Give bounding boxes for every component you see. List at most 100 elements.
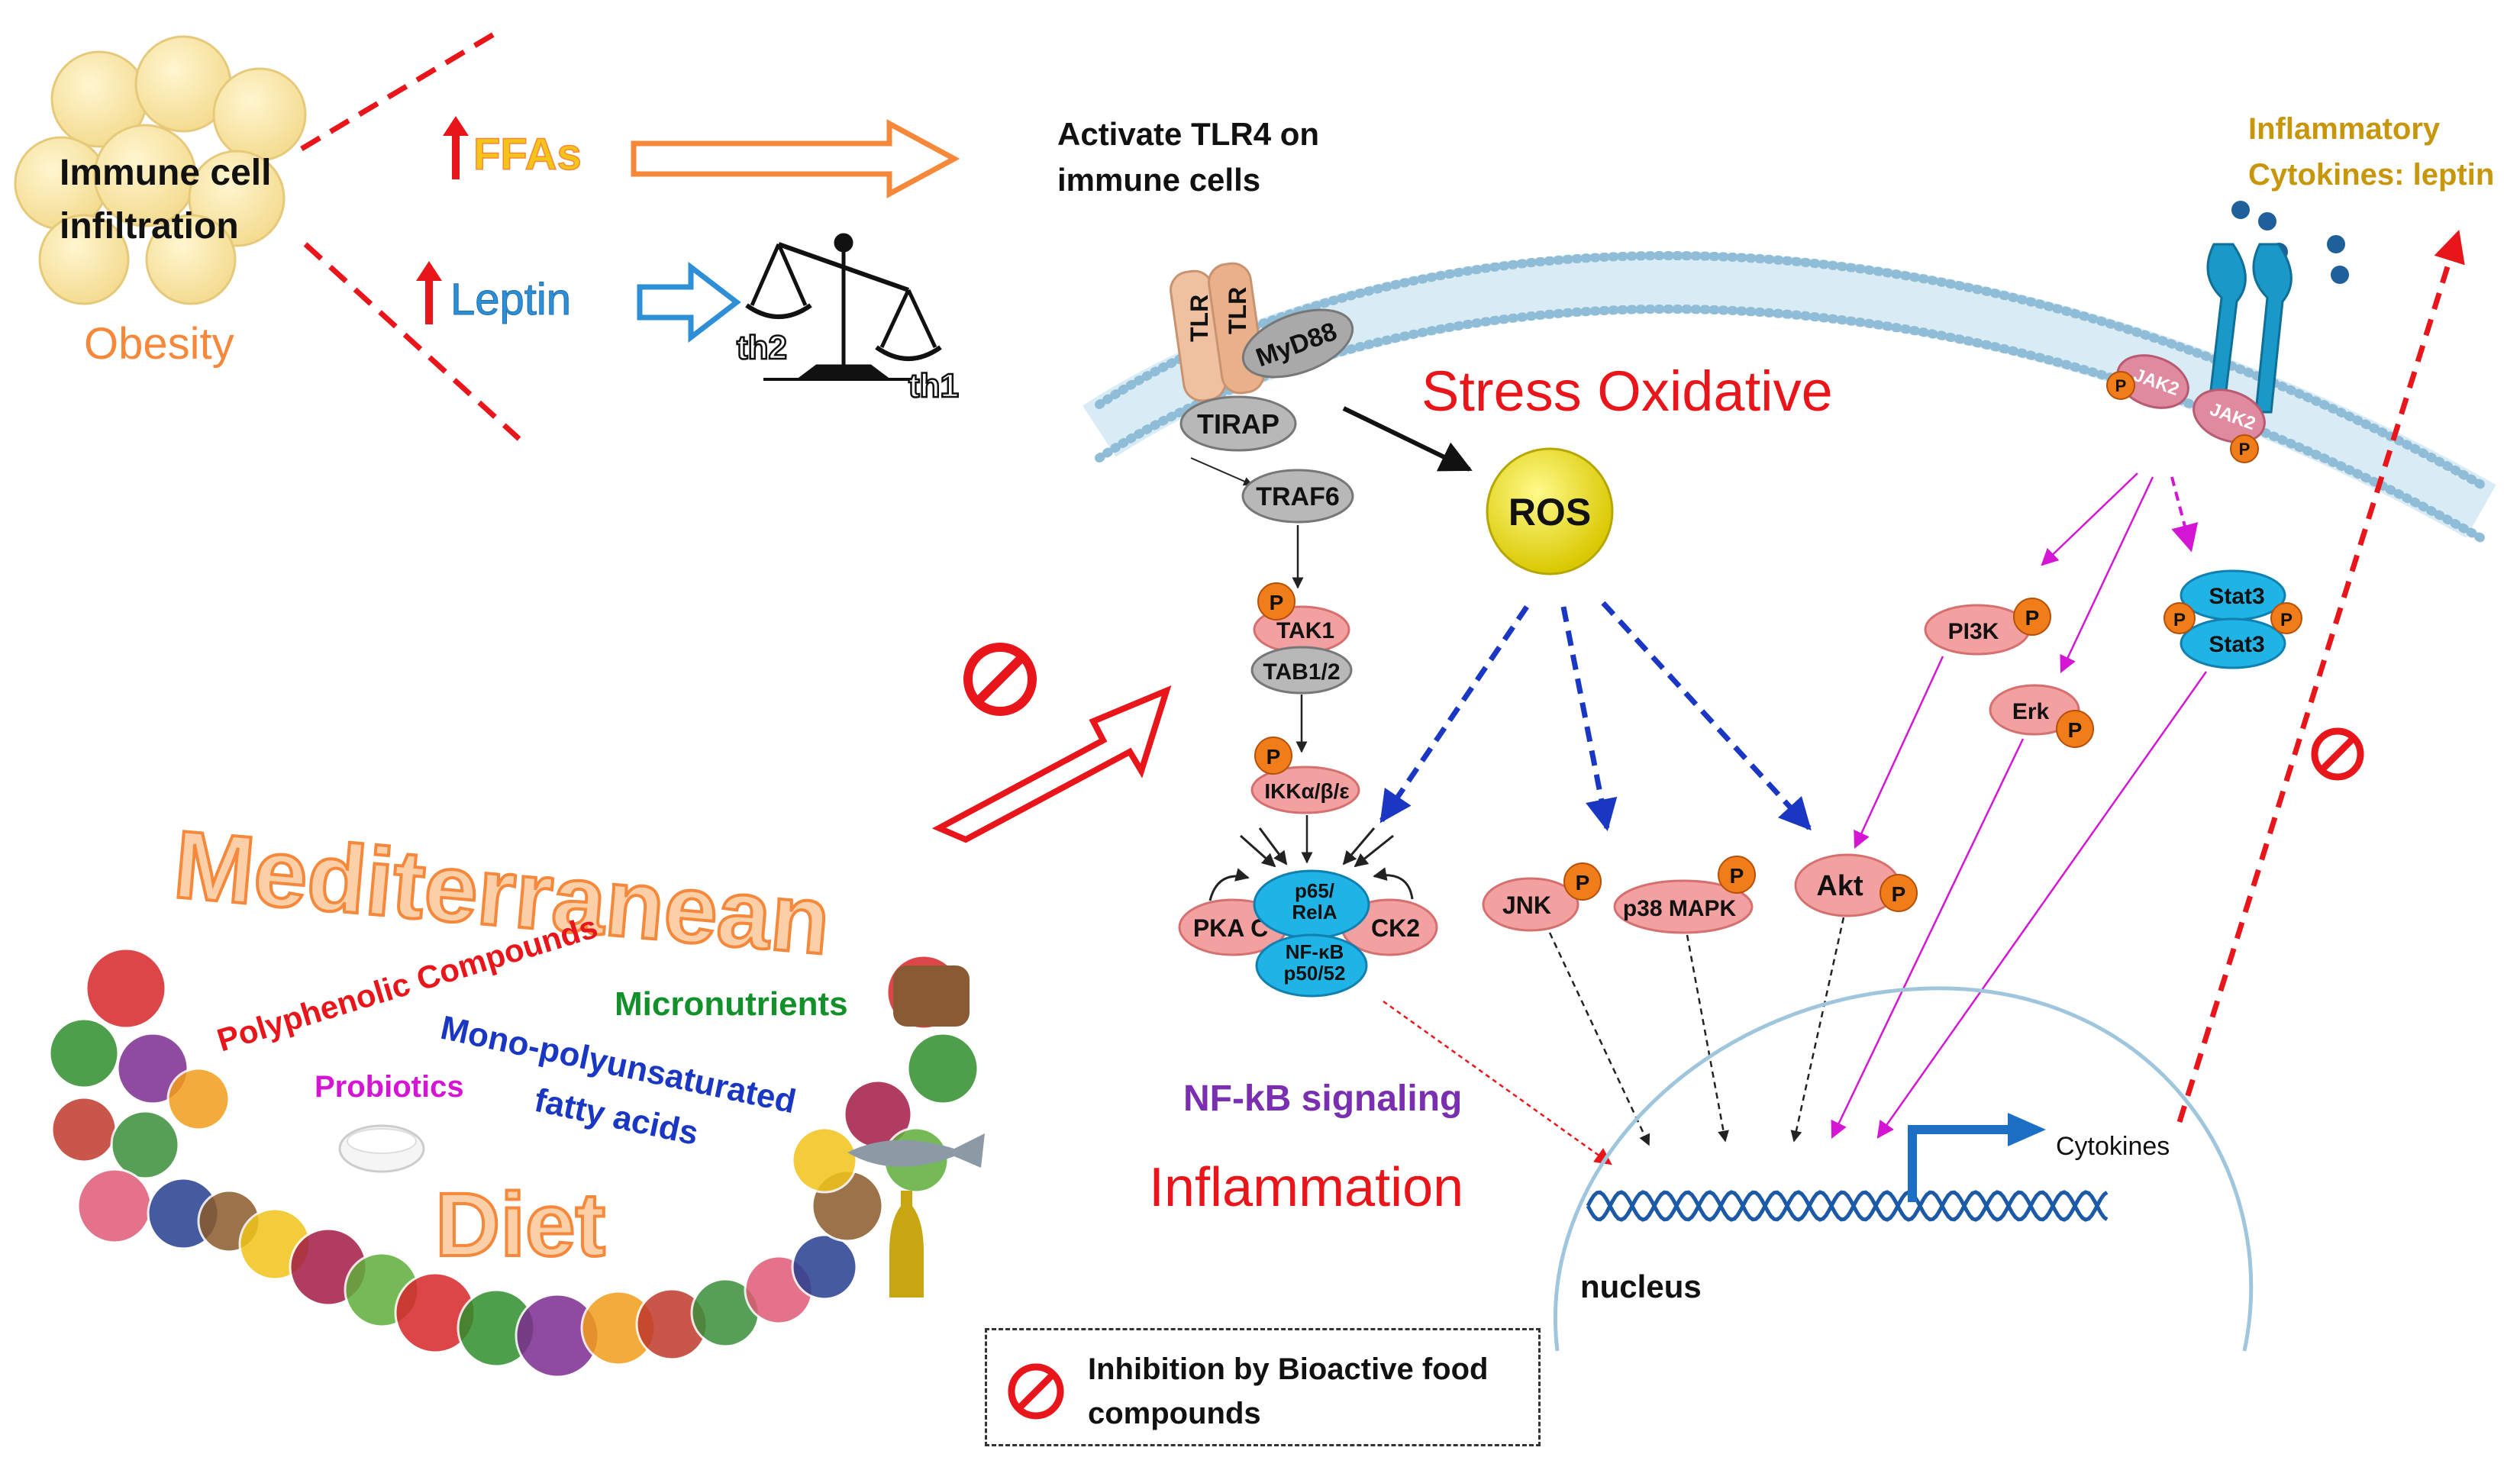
divergent-line-upper [300, 27, 502, 152]
food-item [791, 1127, 858, 1194]
food-item [76, 1168, 153, 1244]
inhibition-icon [963, 643, 1037, 716]
pi3k-label: PI3K [1948, 619, 1999, 644]
nucleus-label: nucleus [1580, 1269, 1702, 1304]
leptin-receptor [2206, 201, 2349, 414]
jnk-phospho [1563, 862, 1602, 901]
jnk-label: JNK [1502, 891, 1551, 919]
pkac-label: PKA C [1193, 914, 1268, 942]
nfkb-node [1255, 933, 1368, 998]
transcription-arrow-head [2008, 1113, 2046, 1146]
ikk-phospho-label: P [1266, 745, 1281, 769]
micronutrients-label: Micronutrients [615, 985, 848, 1023]
tlr-label-a: TLR [1186, 295, 1213, 342]
tab12-label: TAB1/2 [1263, 659, 1340, 685]
akt-from-pi3k-arrow [1854, 656, 1944, 849]
tirap-node [1179, 395, 1297, 452]
jak2-phospho-a [2106, 371, 2135, 400]
tlr-receptor [1170, 262, 1265, 402]
ikk-phospho [1254, 737, 1292, 775]
transcription-arrow [1908, 1125, 2015, 1202]
erk-to-nucleus-arrow [1831, 738, 2025, 1140]
nfkb-label-2: p50/52 [1284, 962, 1346, 985]
inflammation-label: Inflammation [1149, 1157, 1463, 1218]
ffas-hollow-arrow [631, 119, 960, 198]
cytokines-label: Cytokines [2056, 1132, 2170, 1161]
diet-label: Diet [435, 1175, 605, 1275]
erk-node [1989, 684, 2080, 736]
diet-hollow-arrow [931, 685, 1172, 843]
stat3-label-a: Stat3 [2209, 584, 2264, 609]
obesity-label: Obesity [84, 319, 234, 369]
fish-icon [847, 1133, 985, 1168]
p38-phospho [1718, 856, 1756, 894]
akt-phospho [1880, 874, 1918, 912]
adipose-cells-icon [14, 35, 307, 305]
stress-oxidative-label: Stress Oxidative [1421, 359, 1833, 423]
ros-to-nfkb-arrow [1379, 605, 1529, 824]
activate-tlr4-label-1: Activate TLR4 on [1057, 116, 1319, 152]
inflammatory-cytokines-label-1: Inflammatory [2248, 112, 2441, 146]
akt-phospho-label: P [1892, 882, 1906, 906]
jak2-to-stat3-arrow [2170, 476, 2199, 553]
food-icon [48, 947, 985, 1378]
food-item [166, 1067, 231, 1131]
ck2-curve-arrow [1373, 867, 1414, 900]
immune-cell-label-2: infiltration [60, 206, 239, 247]
stat3-phospho-b-label: P [2280, 610, 2293, 630]
ikk-label: IKKα/β/ε [1264, 779, 1349, 803]
tak1-label: TAK1 [1276, 618, 1334, 643]
dna-helix-icon [1586, 1190, 2109, 1222]
inflammatory-cytokines-label-2: Cytokines: leptin [2248, 158, 2494, 192]
jak2-phospho-b [2230, 434, 2259, 463]
nucleus-boundary [1554, 986, 2254, 1352]
food-item [48, 1017, 120, 1089]
pi3k-phospho [2013, 598, 2051, 636]
stat3-to-nucleus-arrow [1876, 671, 2208, 1139]
ffas-up-arrow [443, 116, 469, 179]
food-item [791, 1233, 858, 1301]
nfkb-signaling-label: NF-kB signaling [1183, 1078, 1462, 1119]
p38-to-nucleus-arrow [1686, 934, 1729, 1143]
ros-to-akt-arrow [1601, 601, 1812, 831]
jnk-to-nucleus-arrow [1548, 932, 1650, 1146]
jak2-to-erk-arrow [2060, 476, 2154, 674]
inhibition-icon [2311, 727, 2364, 781]
tlr-label-b: TLR [1224, 287, 1251, 334]
ffas-label: FFAs [473, 130, 582, 179]
erk-phospho-label: P [2068, 718, 2083, 742]
akt-label: Akt [1816, 870, 1863, 902]
legend-box: Inhibition by Bioactive food compounds [985, 1328, 1541, 1446]
tak1-phospho [1257, 582, 1295, 621]
tirap-label: TIRAP [1197, 408, 1279, 440]
tirap-to-traf6-arrow [1190, 457, 1254, 486]
jnk-node [1482, 877, 1579, 932]
legend-label: Inhibition by Bioactive food compounds [1088, 1352, 1489, 1430]
pi3k-phospho-label: P [2025, 606, 2040, 630]
divergent-line-lower [303, 242, 521, 441]
p38-phospho-label: P [1730, 864, 1744, 888]
erk-phospho [2056, 710, 2094, 748]
inhibition-icon [1008, 1363, 1064, 1420]
ikk-node [1250, 766, 1360, 814]
traf6-node [1241, 469, 1354, 524]
food-item [110, 1110, 180, 1180]
myd88-node [1241, 308, 1354, 379]
stat3-phospho-b [2270, 602, 2302, 634]
stat3-phospho-a-label: P [2173, 610, 2186, 630]
tab12-node [1250, 646, 1353, 695]
stat3-label-b: Stat3 [2209, 632, 2264, 657]
leptin-label: Leptin [450, 275, 571, 324]
tak1-phospho-label: P [1270, 591, 1284, 614]
jak2-node-a [2116, 354, 2189, 409]
leptin-hollow-arrow [637, 261, 741, 343]
food-item [50, 1096, 118, 1163]
myd88-to-ros-arrow [1342, 406, 1473, 472]
ros-label: ROS [1508, 491, 1591, 534]
food-item [85, 947, 167, 1030]
stat3-phospho-a [2163, 602, 2196, 634]
erk-label: Erk [2012, 699, 2050, 724]
jak2-node-b [2192, 388, 2266, 443]
ros-node [1486, 447, 1614, 575]
